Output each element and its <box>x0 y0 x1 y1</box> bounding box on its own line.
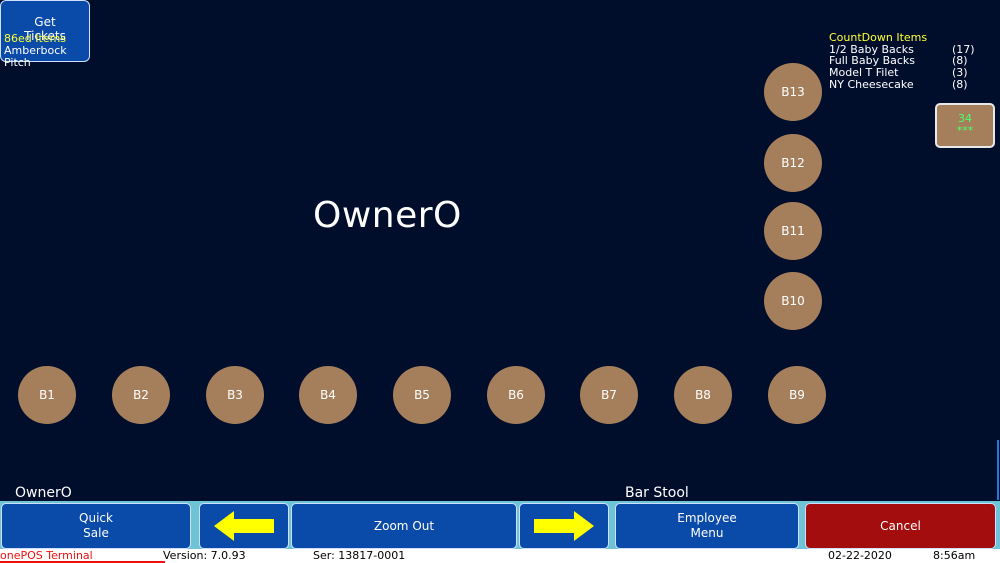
countdown-title: CountDown Items <box>829 31 928 44</box>
bar-stool-b13[interactable]: B13 <box>764 63 822 121</box>
check-number: 34 <box>958 112 972 125</box>
countdown-item-count: (8) <box>952 77 968 91</box>
scroll-indicator <box>997 440 999 500</box>
bar-stool-b7[interactable]: B7 <box>580 366 638 424</box>
countdown-item-count: (17) <box>952 42 975 56</box>
countdown-row: Model T Filet (3) <box>829 67 989 79</box>
zoom-out-button[interactable]: Zoom Out <box>291 503 517 549</box>
get-tickets-label-line1: Get <box>34 15 56 29</box>
arrow-left-icon <box>214 511 274 541</box>
bar-stool-b8[interactable]: B8 <box>674 366 732 424</box>
bar-stool-b2[interactable]: B2 <box>112 366 170 424</box>
status-bar: onePOS Terminal Version: 7.0.93 Ser: 138… <box>0 549 1000 563</box>
quick-sale-label-line2: Sale <box>83 526 109 540</box>
countdown-row: Full Baby Backs (8) <box>829 55 989 67</box>
quick-sale-button[interactable]: Quick Sale <box>1 503 191 549</box>
brand-label: onePOS Terminal <box>0 549 93 562</box>
employee-menu-button[interactable]: Employee Menu <box>615 503 799 549</box>
quick-sale-label-line1: Quick <box>79 511 113 525</box>
time-label: 8:56am <box>933 549 976 562</box>
bar-stool-b3[interactable]: B3 <box>206 366 264 424</box>
get-tickets-label: Get Tickets <box>1 15 89 43</box>
date-label: 02-22-2020 <box>828 549 892 562</box>
cancel-label: Cancel <box>880 518 921 533</box>
current-server-label: OwnerO <box>15 485 72 501</box>
serial-label: Ser: 13817-0001 <box>313 549 406 562</box>
next-page-button[interactable] <box>519 503 609 549</box>
employee-menu-label-line2: Menu <box>690 526 724 540</box>
countdown-items-panel: CountDown Items 1/2 Baby Backs (17) Full… <box>829 32 989 90</box>
bar-stool-b5[interactable]: B5 <box>393 366 451 424</box>
check-marker: *** <box>956 124 974 137</box>
get-tickets-button[interactable]: Get Tickets 86ed Items Amberbock Pitch <box>0 0 90 69</box>
bar-stool-b12[interactable]: B12 <box>764 134 822 192</box>
countdown-item-count: (8) <box>952 54 968 68</box>
bar-stool-b1[interactable]: B1 <box>18 366 76 424</box>
owner-name-label: OwnerO <box>313 195 462 236</box>
countdown-row: 1/2 Baby Backs (17) <box>829 42 989 56</box>
bar-stool-b4[interactable]: B4 <box>299 366 357 424</box>
bar-stool-b9[interactable]: B9 <box>768 366 826 424</box>
previous-page-button[interactable] <box>199 503 289 549</box>
bar-stool-b6[interactable]: B6 <box>487 366 545 424</box>
eighty-six-item: Amberbock Pitch <box>4 44 67 69</box>
arrow-right-icon <box>534 511 594 541</box>
bar-stool-b11[interactable]: B11 <box>764 202 822 260</box>
countdown-item-name: Full Baby Backs <box>829 54 916 68</box>
countdown-row: NY Cheesecake (8) <box>829 79 989 91</box>
eighty-six-title: 86ed Items <box>4 32 67 45</box>
zoom-out-label: Zoom Out <box>373 518 435 533</box>
get-tickets-label-line2: Tickets <box>24 29 66 43</box>
bar-stool-b10[interactable]: B10 <box>764 272 822 330</box>
countdown-item-name: 1/2 Baby Backs <box>829 42 914 56</box>
employee-menu-label-line1: Employee <box>677 511 737 525</box>
version-label: Version: 7.0.93 <box>163 549 246 562</box>
countdown-item-count: (3) <box>952 66 968 80</box>
countdown-item-name: Model T Filet <box>829 66 899 80</box>
open-check-tile[interactable]: 34 *** <box>935 103 995 148</box>
cancel-button[interactable]: Cancel <box>805 503 996 549</box>
countdown-item-name: NY Cheesecake <box>829 77 914 91</box>
brand-underline <box>0 561 165 563</box>
table-type-label: Bar Stool <box>625 485 689 501</box>
